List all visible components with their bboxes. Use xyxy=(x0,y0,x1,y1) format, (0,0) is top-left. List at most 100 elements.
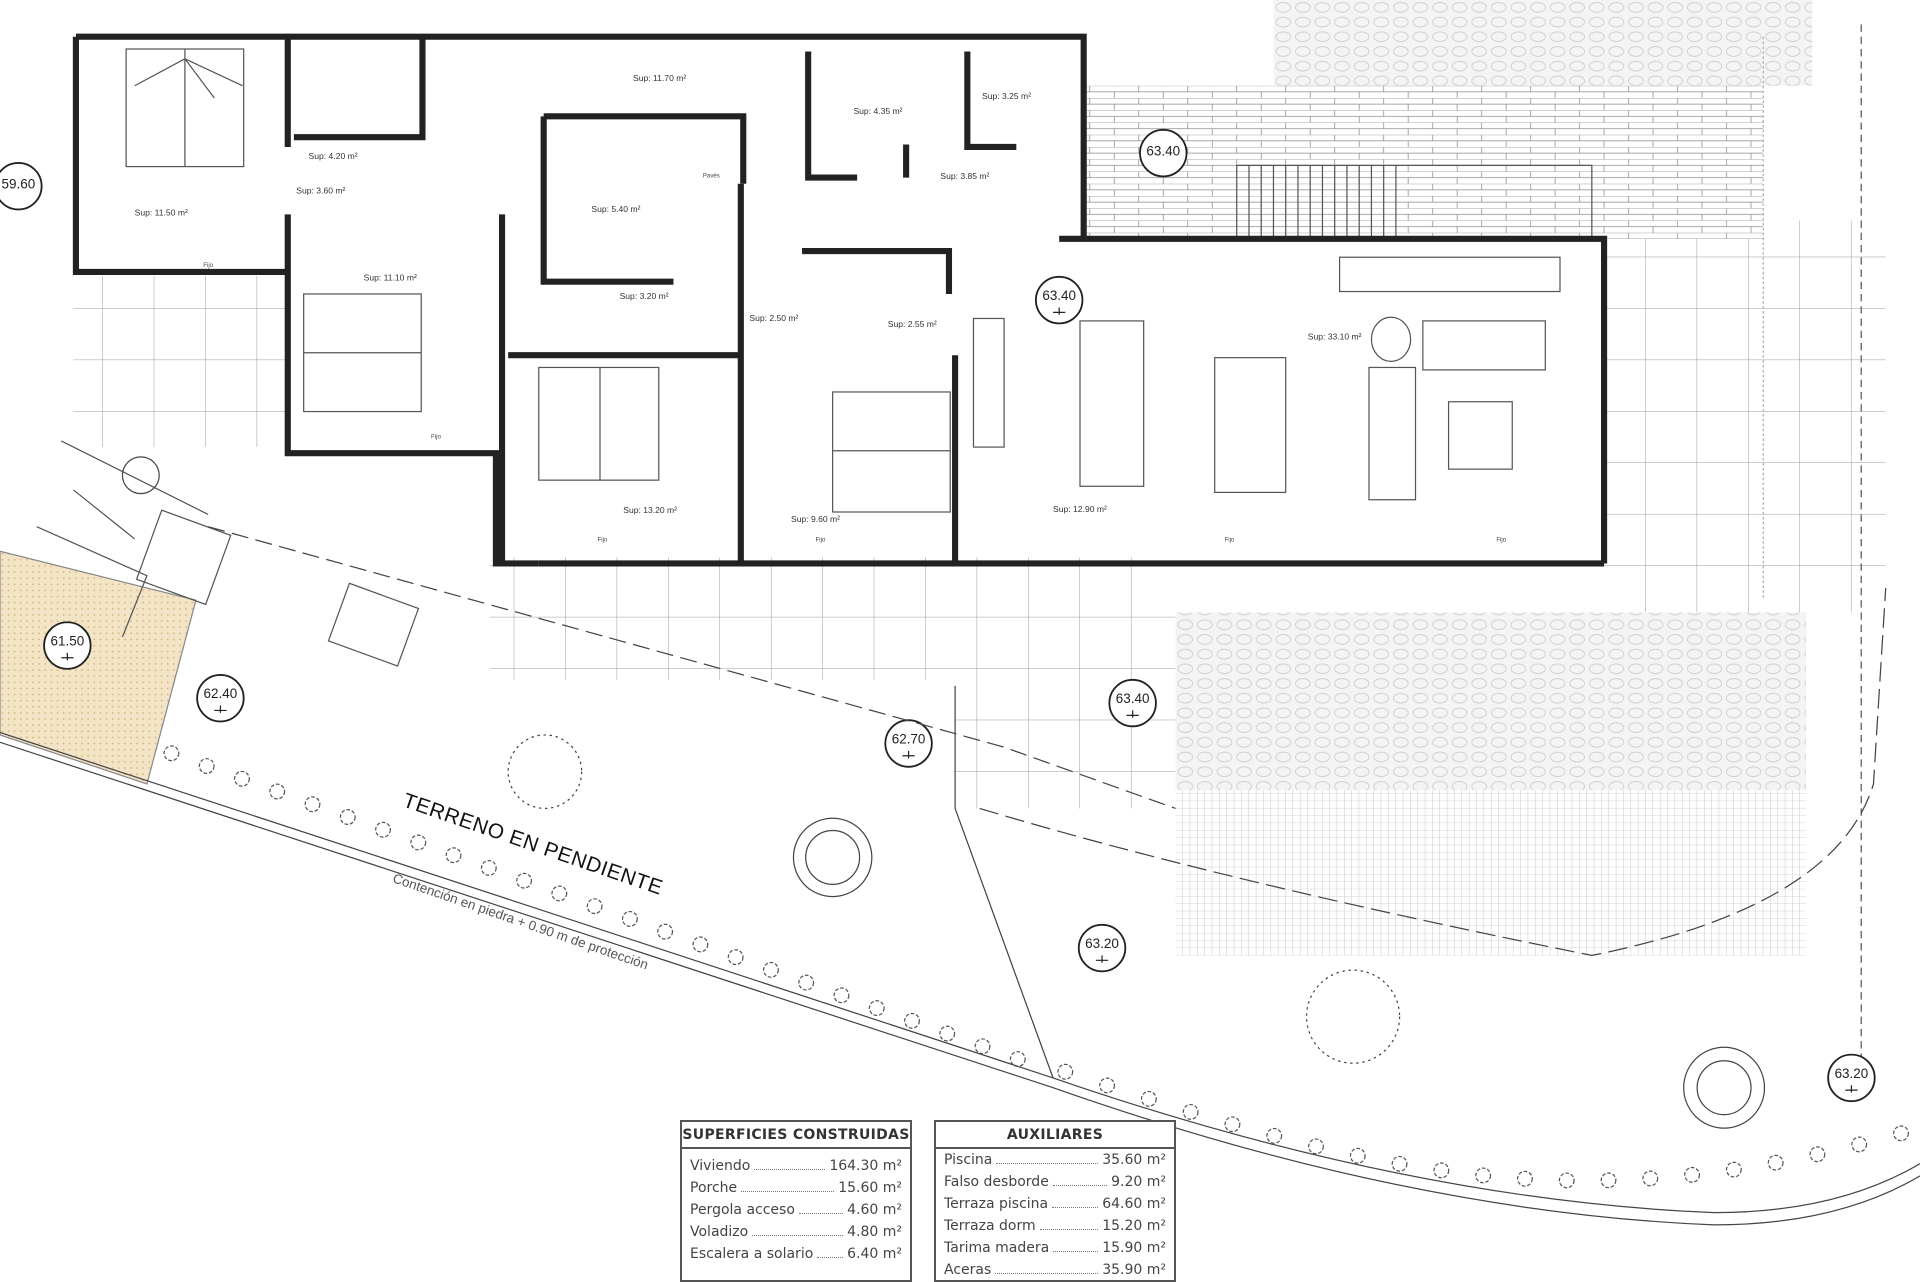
area-name: Piscina xyxy=(944,1152,993,1168)
window-label: Fijo xyxy=(598,536,608,543)
room-labels: Sup: 11.50 m² Sup: 4.20 m² Sup: 3.60 m² … xyxy=(135,73,1507,544)
shrub xyxy=(1140,1090,1157,1107)
leader-dots xyxy=(1053,1237,1099,1252)
leader-dots xyxy=(1039,1215,1099,1230)
shrub xyxy=(1057,1063,1074,1080)
leader-dots xyxy=(1052,1193,1099,1208)
shrub xyxy=(1558,1172,1575,1189)
room-area-label: Sup: 3.85 m² xyxy=(940,171,989,181)
shrub xyxy=(657,923,674,940)
shrub xyxy=(1099,1077,1116,1094)
area-name: Falso desborde xyxy=(944,1174,1049,1190)
area-value: 6.40 m² xyxy=(847,1246,902,1262)
area-name: Terraza piscina xyxy=(944,1196,1049,1212)
shrub xyxy=(516,872,533,889)
shrub xyxy=(1516,1170,1533,1187)
table-row: Aceras 35.90 m² xyxy=(936,1259,1174,1281)
area-value: 64.60 m² xyxy=(1102,1196,1166,1212)
table-row: Terraza dorm 15.20 m² xyxy=(936,1215,1174,1237)
area-value: 35.90 m² xyxy=(1102,1262,1166,1278)
room-area-label: Sup: 2.55 m² xyxy=(888,319,937,329)
wood-deck xyxy=(1083,85,1764,239)
leader-dots xyxy=(741,1177,835,1192)
area-value: 4.80 m² xyxy=(847,1224,902,1240)
shrub xyxy=(1308,1138,1324,1155)
elevation-label: 62.40 xyxy=(204,686,238,701)
shrub xyxy=(1475,1167,1492,1184)
elevation-markers: 59.60 63.40 63.40 61.50 62.40 62.70 63.4… xyxy=(0,128,1876,1103)
elevation-label: 63.40 xyxy=(1042,288,1076,303)
room-area-label: Sup: 11.10 m² xyxy=(364,272,417,282)
shrub xyxy=(621,910,638,927)
room-area-label: Sup: 13.20 m² xyxy=(623,505,677,515)
shrub xyxy=(1600,1172,1617,1189)
table-row: Terraza piscina 64.60 m² xyxy=(936,1193,1174,1215)
area-name: Escalera a solario xyxy=(690,1246,814,1262)
area-value: 15.20 m² xyxy=(1102,1218,1166,1234)
shrub xyxy=(198,758,215,775)
table-row: Escalera a solario 6.40 m² xyxy=(682,1243,910,1265)
paves-label: Pavés xyxy=(703,173,720,180)
room-area-label: Sup: 11.70 m² xyxy=(633,73,686,83)
pool xyxy=(1175,612,1807,791)
shrub xyxy=(163,745,180,762)
shrub xyxy=(762,961,779,978)
shrub xyxy=(1266,1127,1283,1144)
leader-dots xyxy=(996,1149,1099,1164)
leader-dots xyxy=(1052,1171,1108,1186)
shrub xyxy=(304,796,321,813)
room-area-label: Sup: 4.35 m² xyxy=(853,106,902,116)
shrub xyxy=(1433,1162,1450,1179)
elevation-label: 63.20 xyxy=(1085,936,1119,951)
terrain-label: TERRENO EN PENDIENTE xyxy=(400,789,666,900)
room-area-label: Sup: 33.10 m² xyxy=(1308,331,1362,341)
shrub xyxy=(1893,1125,1909,1142)
shrub xyxy=(1684,1166,1701,1183)
shrub xyxy=(1224,1116,1241,1133)
shrub xyxy=(692,936,709,953)
shrub xyxy=(974,1038,991,1055)
elevation-label: 63.20 xyxy=(1835,1066,1869,1081)
room-area-label: Sup: 12.90 m² xyxy=(1053,504,1107,514)
shrub xyxy=(833,987,850,1004)
interior-lines xyxy=(125,48,1561,513)
shrub xyxy=(410,834,427,851)
table-title: SUPERFICIES CONSTRUIDAS xyxy=(682,1122,910,1149)
window-label: Fijo xyxy=(203,262,213,269)
area-name: Voladizo xyxy=(690,1224,749,1240)
area-name: Aceras xyxy=(944,1262,992,1278)
room-area-label: Sup: 2.50 m² xyxy=(749,313,798,323)
area-name: Tarima madera xyxy=(944,1240,1050,1256)
shrub xyxy=(1725,1161,1742,1178)
room-area-label: Sup: 3.60 m² xyxy=(296,186,345,196)
shrub xyxy=(868,1000,885,1017)
leader-dots xyxy=(752,1221,844,1236)
pool-overflow xyxy=(1175,790,1807,956)
window-label: Fijo xyxy=(1224,536,1234,543)
shrub xyxy=(375,821,391,838)
shrub xyxy=(1642,1170,1659,1187)
shrub xyxy=(269,783,286,800)
elevation-label: 63.40 xyxy=(1116,691,1150,706)
area-name: Terraza dorm xyxy=(944,1218,1036,1234)
shrub xyxy=(480,859,497,876)
area-name: Pergola acceso xyxy=(690,1202,795,1218)
stone-paving xyxy=(1273,0,1813,86)
room-area-label: Sup: 3.20 m² xyxy=(620,291,669,301)
shrub xyxy=(445,847,462,864)
window-label: Fijo xyxy=(1496,536,1506,543)
area-value: 15.60 m² xyxy=(838,1180,902,1196)
area-name: Viviendo xyxy=(690,1158,751,1174)
shrub xyxy=(1182,1103,1199,1120)
window-label: Fijo xyxy=(431,434,441,441)
shrub xyxy=(798,974,815,991)
